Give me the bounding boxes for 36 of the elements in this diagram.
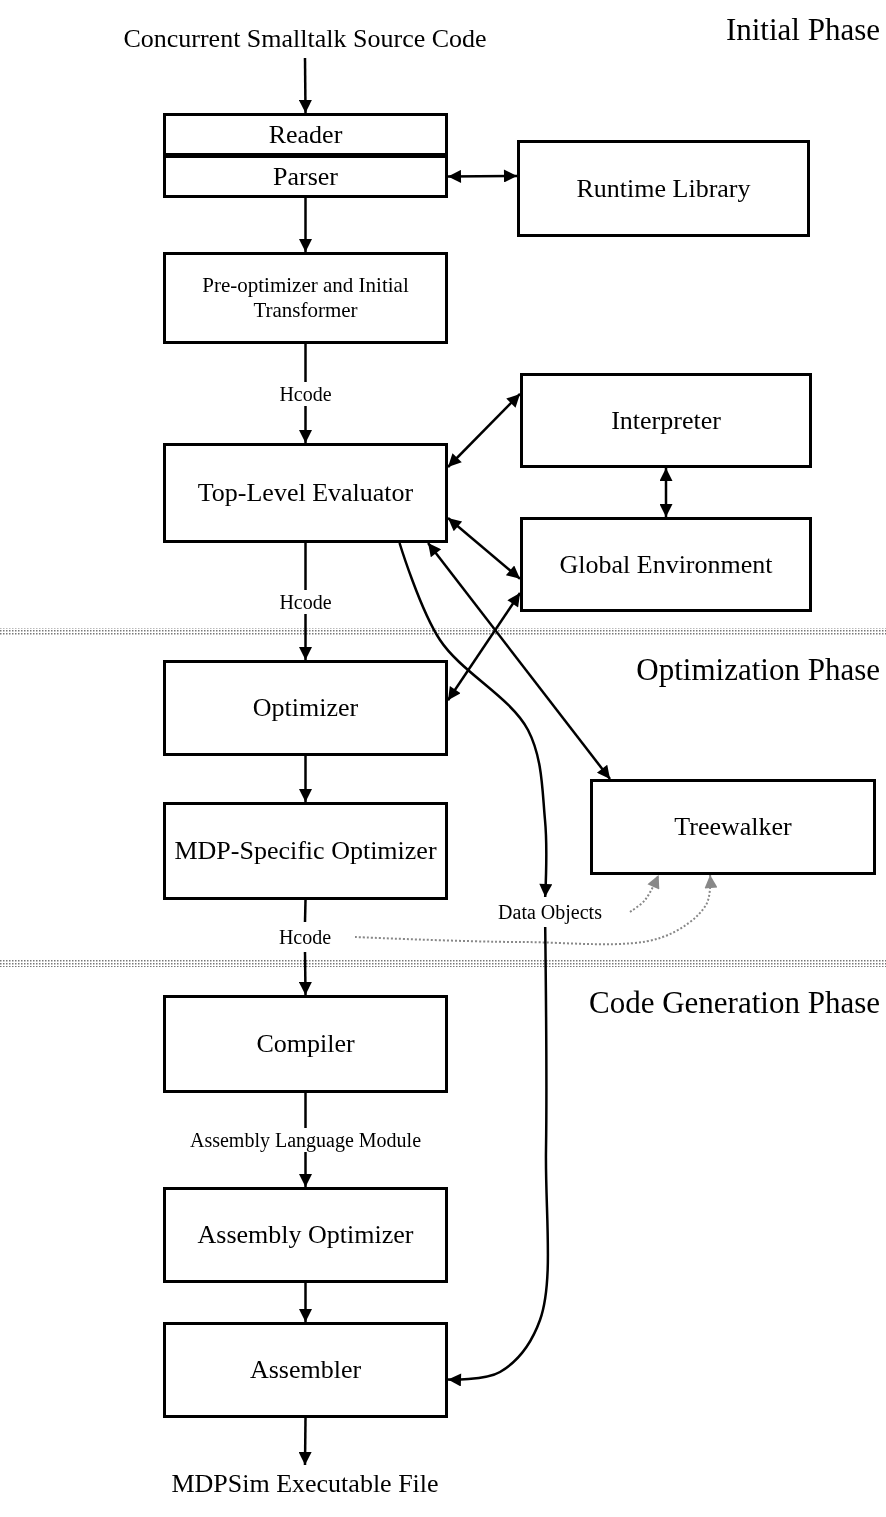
dotted-arrow	[629, 874, 660, 913]
arrow	[298, 1418, 312, 1465]
flow-text: Concurrent Smalltalk Source Code	[40, 20, 570, 58]
phase-label: Initial Phase	[724, 12, 880, 48]
arrow	[298, 58, 312, 113]
process-box: Interpreter	[520, 373, 812, 468]
arrow	[446, 592, 522, 701]
process-box: Top-Level Evaluator	[163, 443, 448, 543]
arrow	[448, 169, 517, 183]
process-box: Compiler	[163, 995, 448, 1093]
process-box: Reader	[163, 113, 448, 156]
dotted-arrow	[354, 874, 718, 946]
process-box: Assembler	[163, 1322, 448, 1418]
process-box: Pre-optimizer and Initial Transformer	[163, 252, 448, 344]
flow-text: MDPSim Executable File	[90, 1465, 520, 1503]
phase-label: Optimization Phase	[635, 652, 880, 688]
process-box: Assembly Optimizer	[163, 1187, 448, 1283]
arrow	[398, 542, 553, 898]
arrow	[447, 393, 521, 468]
arrow	[299, 1283, 312, 1322]
flow-text: Data Objects	[470, 897, 630, 927]
arrow	[447, 517, 521, 580]
arrow	[448, 927, 550, 1387]
phase-label: Code Generation Phase	[588, 985, 880, 1021]
flow-text: Hcode	[255, 922, 355, 952]
arrow	[299, 198, 312, 252]
process-box: MDP-Specific Optimizer	[163, 802, 448, 900]
process-box: Runtime Library	[517, 140, 810, 237]
process-box: Treewalker	[590, 779, 876, 875]
process-box: Global Environment	[520, 517, 812, 612]
arrow	[427, 542, 611, 780]
arrow	[659, 468, 673, 517]
arrow	[299, 756, 312, 802]
process-box: Parser	[163, 155, 448, 198]
arrow	[298, 952, 312, 995]
process-box: Optimizer	[163, 660, 448, 756]
